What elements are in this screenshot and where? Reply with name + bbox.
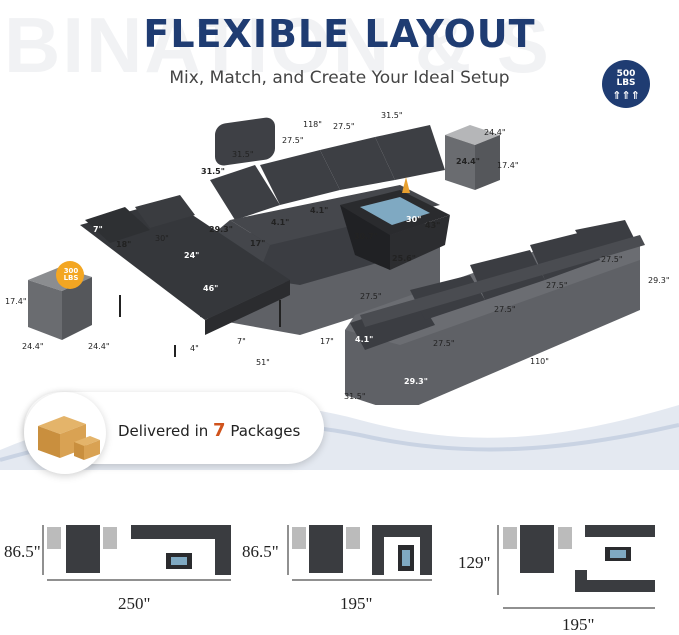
page-subtitle: Mix, Match, and Create Your Ideal Setup <box>169 68 510 88</box>
dim-lounge-pillow: 7" <box>93 225 103 234</box>
layout-1-width: 250" <box>118 594 151 613</box>
dim-lounge-len: 78" <box>148 304 164 313</box>
layout-2 <box>287 525 432 581</box>
background-watermark: BINATION & S <box>4 1 551 89</box>
dim-sofa-depth: 31.5" <box>201 167 225 176</box>
lift-arrows-icon: ⇑⇑⇑ <box>612 89 640 102</box>
dim-side-w: 24.4" <box>22 342 44 351</box>
dim-fire-burner: 30" <box>406 215 422 224</box>
layout-3-width: 195" <box>562 615 595 634</box>
dim-sec-end-h: 29.3" <box>404 377 428 386</box>
dim-seat-height: 17" <box>250 239 266 248</box>
dim-sec-seat-4: 27.5" <box>433 339 455 348</box>
dim-lounge-width: 51" <box>256 358 270 367</box>
dim-sec-arm: 4.1" <box>355 335 374 344</box>
dim-lounge-leg2: 7" <box>237 337 246 346</box>
dim-side-d: 24.4" <box>88 342 110 351</box>
chaise-lounge <box>80 195 290 357</box>
packages-icon-circle <box>24 392 106 474</box>
dim-sofa-total: 118" <box>303 120 322 129</box>
dim-sec-depth: 31.5" <box>344 392 366 401</box>
side-table-upper <box>445 125 500 190</box>
dim-sec-height: 29.3" <box>648 276 670 285</box>
dim-sec-seat-1: 27.5" <box>601 255 623 264</box>
dim-lounge-leg: 4" <box>190 344 199 353</box>
dim-lounge-mid: 24" <box>184 251 200 260</box>
layout-3-depth: 129" <box>458 553 491 572</box>
dim-seat-4: 31.5" <box>381 111 403 120</box>
product-illustration <box>28 117 645 405</box>
dim-table-d: 24.4" <box>456 157 480 166</box>
dim-sec-total: 110" <box>530 357 549 366</box>
layout-2-depth: 86.5" <box>242 542 279 561</box>
fire-pit-table <box>340 177 450 270</box>
dim-sec-seat-3: 27.5" <box>494 305 516 314</box>
dim-arm-1: 4.1" <box>271 218 290 227</box>
cardboard-box-icon <box>38 416 100 460</box>
dim-seat-2: 27.5" <box>282 136 304 145</box>
layout-diagrams <box>42 525 655 609</box>
dim-sofa-height: 29.3" <box>209 225 233 234</box>
dim-fire-h: 13.4" <box>417 183 441 192</box>
dim-arm-2: 4.1" <box>310 206 329 215</box>
dim-seat-3: 27.5" <box>333 122 355 131</box>
dim-lounge-pillow-w: 18" <box>116 240 132 249</box>
layout-1-depth: 86.5" <box>4 542 41 561</box>
dim-lounge-seat: 46" <box>203 284 219 293</box>
dim-fire-len: 43" <box>425 221 441 230</box>
dim-lounge-back: 30" <box>155 234 169 243</box>
sectional-sofa <box>345 220 645 405</box>
dim-sec-seat-h: 17" <box>320 337 334 346</box>
dim-side-h: 17.4" <box>5 297 27 306</box>
dim-seat-1: 31.5" <box>232 150 254 159</box>
side-table-badge <box>56 261 84 289</box>
layout-2-width: 195" <box>340 594 373 613</box>
dim-table-w: 24.4" <box>484 128 506 137</box>
dim-sec-seat-2: 27.5" <box>546 281 568 290</box>
dim-sec-back: 27.5" <box>360 292 382 301</box>
dim-table-h: 17.4" <box>497 161 519 170</box>
upper-sofa <box>200 117 445 335</box>
dim-fire-height: 25.6" <box>392 254 416 263</box>
layout-1 <box>42 525 231 581</box>
dim-fire-w: 30.7" <box>354 232 378 241</box>
layout-3 <box>497 525 655 609</box>
packages-text: Delivered in 7 Packages <box>118 420 301 441</box>
page-title: FLEXIBLE LAYOUT <box>143 12 536 56</box>
